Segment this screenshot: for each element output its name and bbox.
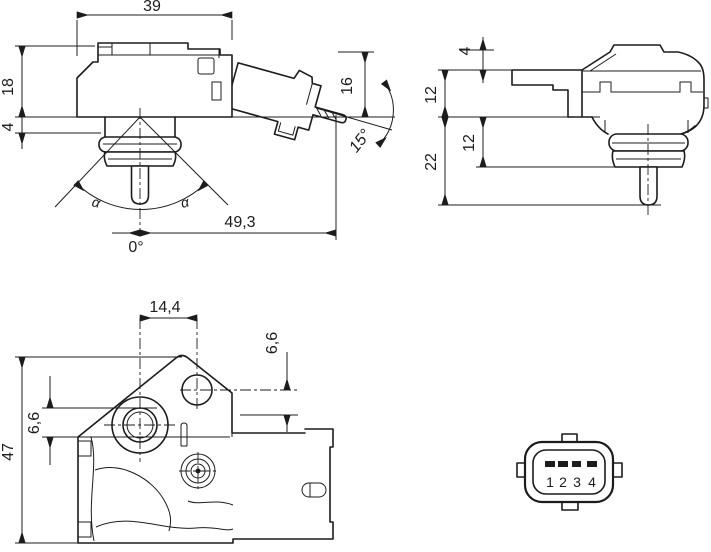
- pin-3-label: 3: [573, 474, 581, 490]
- connector-pins: [545, 461, 597, 467]
- front-view-body: [511, 44, 709, 206]
- dim-47: 47: [0, 356, 182, 544]
- front-view: 4 12 12 22: [423, 37, 709, 216]
- dim-39-label: 39: [143, 0, 161, 15]
- dim-18-label: 18: [0, 78, 17, 96]
- dim-6-6-left: 6,6: [26, 376, 230, 465]
- vent-detail: [179, 452, 217, 490]
- top-view: 14,4 6,6 6,6 47: [0, 299, 334, 544]
- dim-16: 16: [338, 51, 374, 118]
- side-view: α α 39 18 4 16: [0, 0, 395, 256]
- pin-2-label: 2: [559, 474, 567, 490]
- connector-face-view: 1 2 3 4: [516, 433, 623, 511]
- dim-4-front-label: 4: [457, 46, 474, 55]
- angle-zero-label: 0°: [128, 239, 143, 256]
- hole-center-lines: [104, 318, 300, 462]
- dim-47-label: 47: [0, 443, 17, 461]
- dim-6-6-right-label: 6,6: [264, 332, 281, 354]
- dim-22-label: 22: [423, 153, 440, 171]
- dim-14-4: 14,4: [139, 299, 198, 322]
- dim-6-6-left-label: 6,6: [26, 412, 43, 434]
- dim-4-front: 4: [457, 37, 494, 83]
- top-view-body: [77, 354, 334, 544]
- pin-1-label: 1: [546, 474, 554, 490]
- connector-pin-labels: 1 2 3 4: [546, 474, 596, 490]
- dim-49-3: 49,3 0°: [112, 115, 337, 256]
- dim-6-6-right: 6,6: [240, 332, 298, 432]
- dim-49-3-label: 49,3: [224, 214, 255, 231]
- dim-12-upper-label: 12: [423, 86, 440, 104]
- dim-4-side: 4: [0, 101, 101, 149]
- dim-22: 22: [423, 116, 661, 206]
- dim-12-upper: 12: [423, 69, 512, 118]
- angle-15-label: 15°: [346, 126, 375, 156]
- dim-12-seal: 12: [438, 116, 614, 168]
- side-view-connector-15deg: [225, 62, 347, 141]
- dim-18: 18: [0, 45, 95, 118]
- pin-4-label: 4: [588, 474, 596, 490]
- dim-39: 39: [76, 0, 233, 56]
- dim-14-4-label: 14,4: [149, 299, 180, 316]
- dim-16-label: 16: [339, 77, 356, 95]
- dim-12-seal-label: 12: [461, 134, 478, 152]
- dim-4-side-label: 4: [0, 122, 17, 131]
- side-view-body: [76, 42, 233, 118]
